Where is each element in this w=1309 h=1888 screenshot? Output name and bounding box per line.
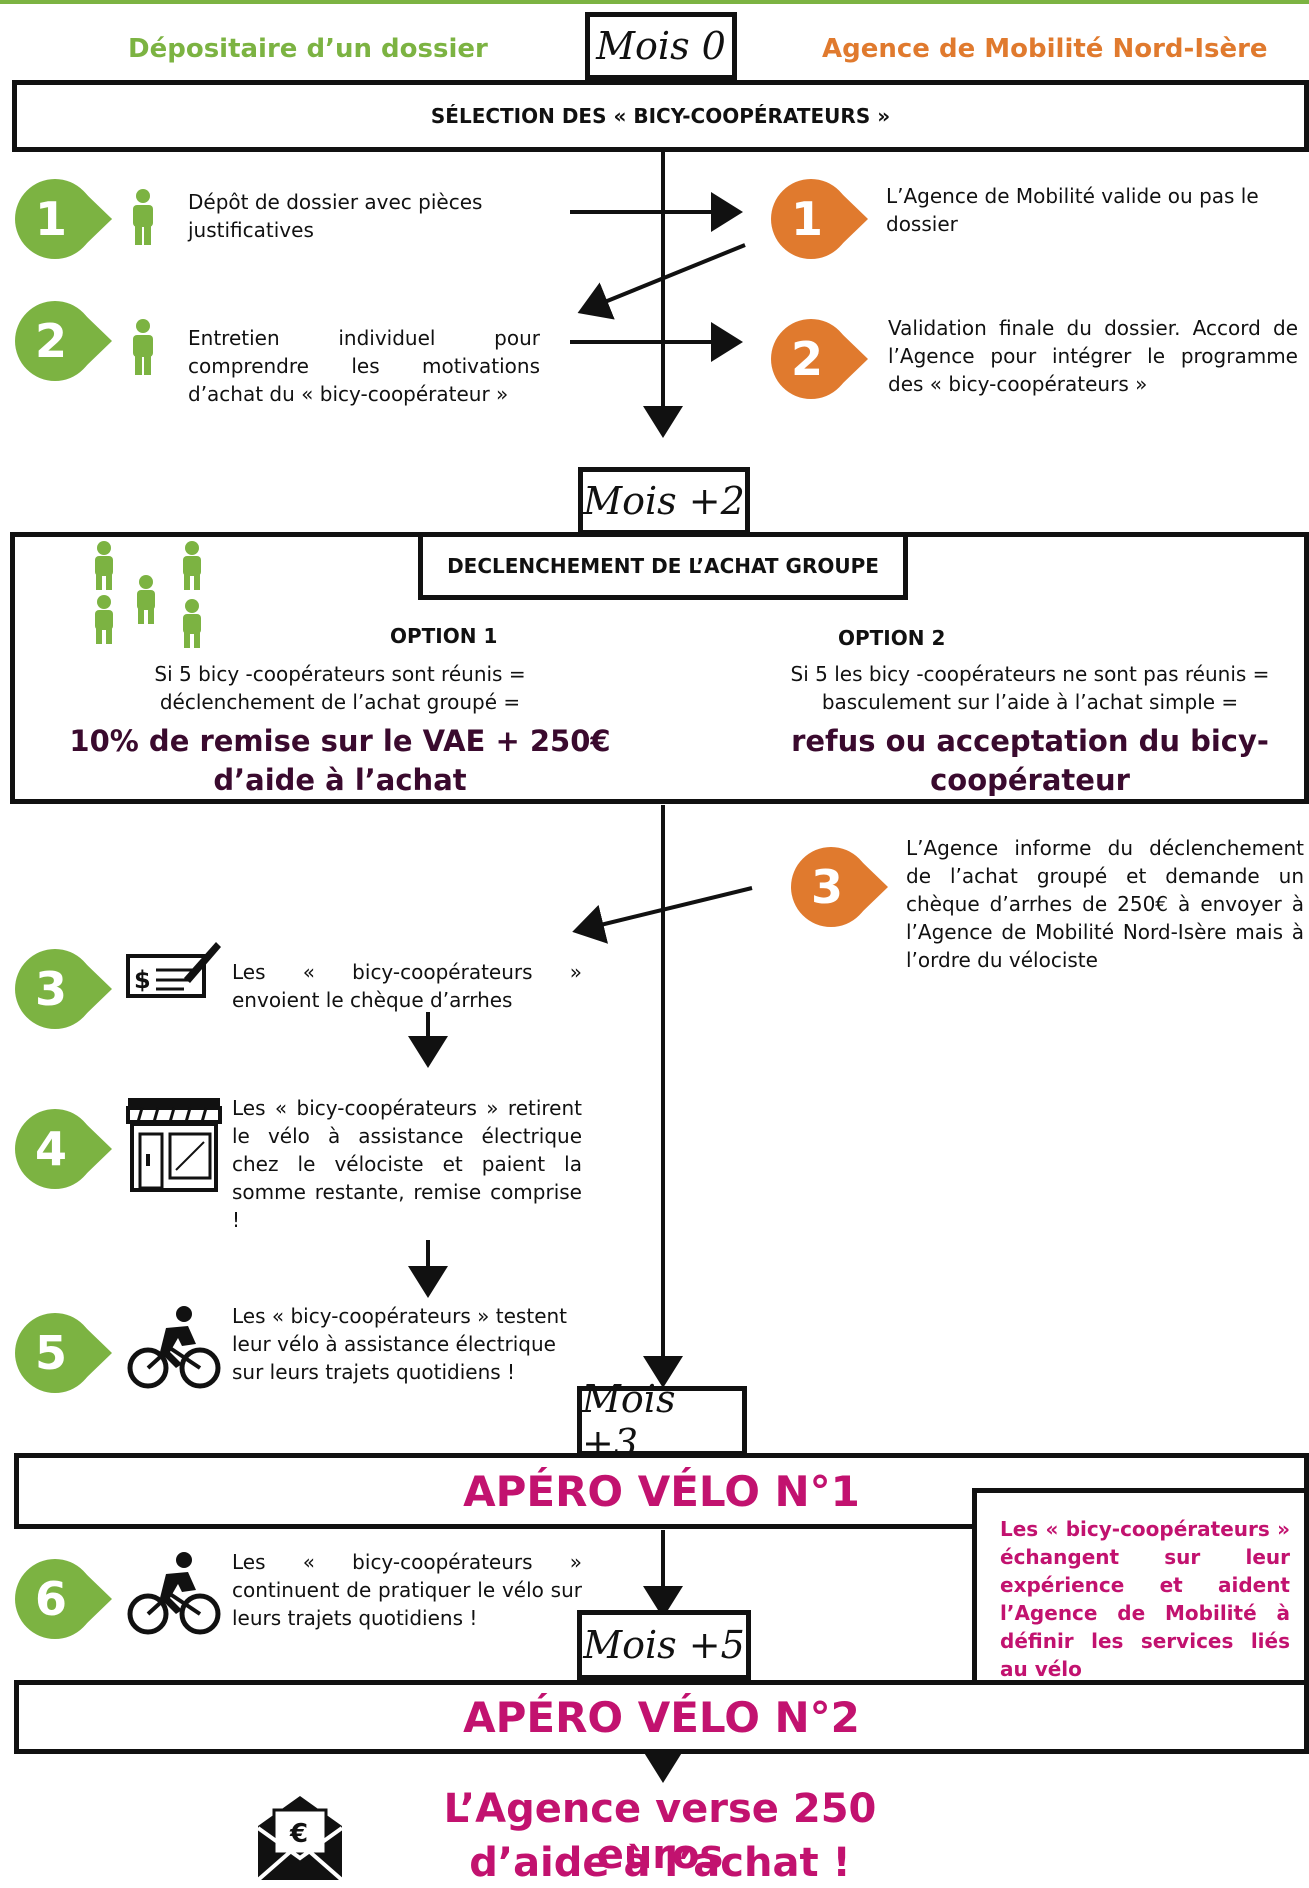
left-step-4-badge: 4	[14, 1108, 114, 1190]
header-left-label: Dépositaire d’un dossier	[128, 34, 488, 64]
achat-groupe-band: DECLENCHEMENT DE L’ACHAT GROUPE	[418, 532, 908, 600]
right-step-1-badge: 1	[770, 178, 870, 260]
left-step-5-badge: 5	[14, 1312, 114, 1394]
header-right-label: Agence de Mobilité Nord-Isère	[822, 34, 1268, 64]
left-step-1-number: 1	[34, 192, 67, 246]
envelope-euro-icon: €	[250, 1792, 350, 1888]
option-1-desc-2: déclenchement de l’achat groupé =	[159, 690, 521, 714]
right-step-2-badge: 2	[770, 318, 870, 400]
apero-2-title: APÉRO VÉLO N°2	[463, 1692, 860, 1742]
person-icon	[130, 318, 156, 380]
mois-2-box: Mois +2	[578, 467, 750, 535]
side-note-box	[972, 1488, 1309, 1714]
group-people-icon	[84, 540, 214, 664]
left-step-6-number: 6	[34, 1572, 67, 1626]
left-step-3-badge: 3	[14, 948, 114, 1030]
left-step-1-badge: 1	[14, 178, 114, 260]
final-line-1: L’Agence verse 250 euros	[443, 1786, 877, 1878]
option-1-label: OPTION 1	[390, 624, 498, 648]
right-step-2-text: Validation finale du dossier. Accord de …	[888, 316, 1298, 396]
top-rule	[0, 0, 1309, 4]
left-step-4-number: 4	[34, 1122, 67, 1176]
option-1-desc-1: Si 5 bicy -coopérateurs sont réunis =	[154, 662, 526, 686]
person-icon	[130, 188, 156, 250]
option-1-result-2: d’aide à l’achat	[213, 763, 467, 797]
option-2-result-2: coopérateur	[930, 763, 1130, 797]
cyclist-icon	[126, 1550, 222, 1642]
side-note-text: Les « bicy-coopérateurs » échangent sur …	[1000, 1517, 1290, 1681]
left-step-5-text: Les « bicy-coopérateurs » testent leur v…	[232, 1304, 568, 1384]
cheque-icon: $	[124, 934, 224, 1018]
mois-0-label: Mois 0	[596, 24, 726, 68]
cyclist-icon	[126, 1304, 222, 1396]
left-step-3-number: 3	[34, 962, 67, 1016]
mois-3-box: Mois +3	[577, 1377, 747, 1465]
right-step-1-text: L’Agence de Mobilité valide ou pas le do…	[886, 184, 1259, 236]
svg-text:€: €	[289, 1819, 308, 1849]
option-2-desc-1: Si 5 les bicy -coopérateurs ne sont pas …	[790, 662, 1270, 686]
right-step-3-number: 3	[810, 860, 843, 914]
right-step-1-number: 1	[790, 192, 823, 246]
option-2-label: OPTION 2	[838, 626, 946, 650]
left-step-2-number: 2	[34, 314, 67, 368]
right-step-2-number: 2	[790, 332, 823, 386]
left-step-4-text: Les « bicy-coopérateurs » retirent le vé…	[232, 1096, 582, 1232]
selection-band-title: SÉLECTION DES « BICY-COOPÉRATEURS »	[430, 104, 891, 128]
left-step-2-badge: 2	[14, 300, 114, 382]
mois-0-box: Mois 0	[585, 12, 737, 80]
right-step-3-badge: 3	[790, 846, 890, 928]
left-step-6-text: Les « bicy-coopérateurs » continuent de …	[232, 1550, 582, 1630]
mois-2-label: Mois +2	[583, 479, 745, 523]
option-2-desc-2: basculement sur l’aide à l’achat simple …	[821, 690, 1239, 714]
left-step-3-text: Les « bicy-coopérateurs » envoient le ch…	[232, 960, 582, 1012]
left-step-5-number: 5	[34, 1326, 67, 1380]
left-step-2-text: Entretien individuel pour comprendre les…	[188, 326, 540, 406]
final-line-2: d’aide à l’achat !	[469, 1840, 851, 1886]
mois-5-box: Mois +5	[577, 1610, 751, 1680]
selection-band: SÉLECTION DES « BICY-COOPÉRATEURS »	[12, 80, 1309, 152]
option-1-result-1: 10% de remise sur le VAE + 250€	[69, 724, 611, 758]
right-step-3-text: L’Agence informe du déclenchement de l’a…	[906, 836, 1304, 972]
shop-icon	[126, 1094, 222, 1198]
mois-3-label: Mois +3	[582, 1377, 676, 1465]
achat-groupe-band-title: DECLENCHEMENT DE L’ACHAT GROUPE	[447, 554, 879, 578]
svg-text:$: $	[134, 966, 151, 994]
left-step-1-text: Dépôt de dossier avec pièces justificati…	[188, 190, 483, 242]
mois-5-label: Mois +5	[583, 1623, 745, 1667]
apero-2-band: APÉRO VÉLO N°2	[14, 1680, 1309, 1754]
option-2-result-1: refus ou acceptation du bicy-	[791, 724, 1269, 758]
left-step-6-badge: 6	[14, 1558, 114, 1640]
apero-1-title: APÉRO VÉLO N°1	[463, 1466, 860, 1516]
